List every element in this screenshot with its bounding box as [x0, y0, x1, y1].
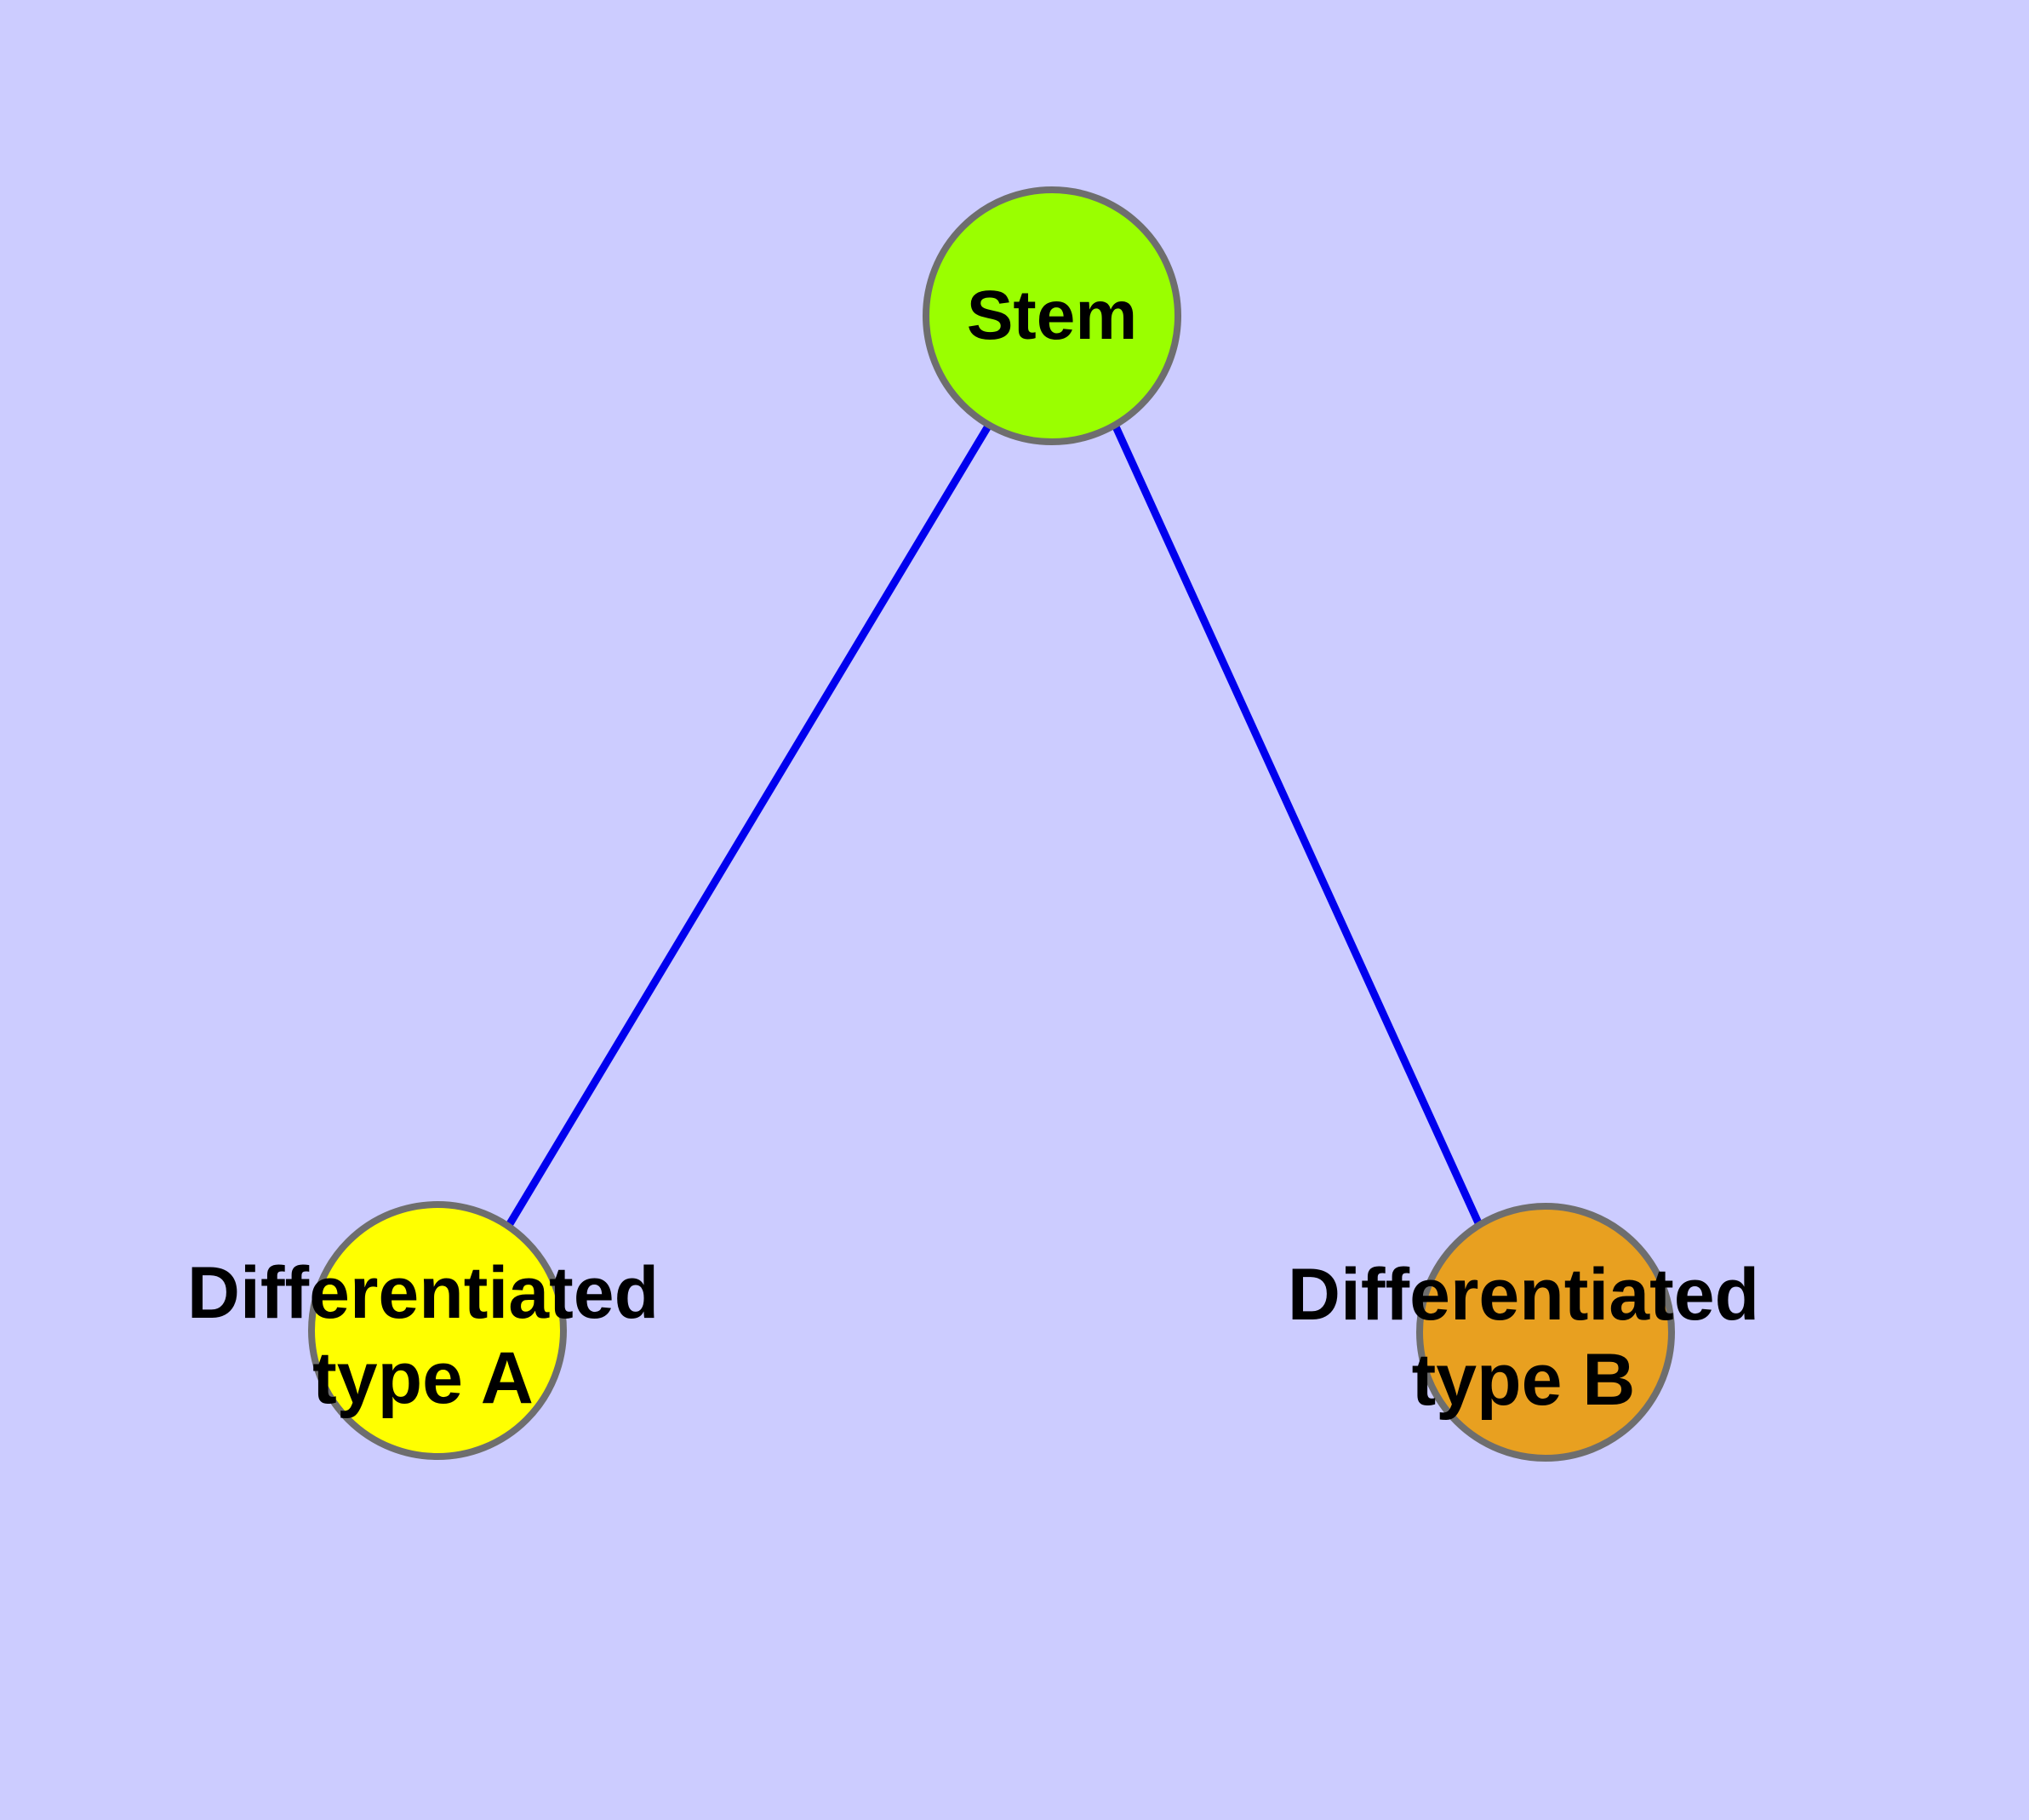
node-stem[interactable]: Stem [923, 186, 1181, 445]
node-differentiated-type-a-label-line2: type A [312, 1337, 534, 1419]
node-labels-group: Differentiated type A Differentiated typ… [187, 1252, 1759, 1421]
node-stem-label: Stem [967, 277, 1138, 354]
node-differentiated-type-b-circle[interactable] [1416, 1203, 1675, 1462]
edge-stem-to-differentiated-type-a[interactable] [505, 422, 992, 1229]
node-stem-circle[interactable] [923, 186, 1181, 445]
edges-group [505, 422, 1484, 1229]
node-differentiated-type-b-label-line2: type B [1412, 1339, 1636, 1421]
node-differentiated-type-a-circle[interactable] [308, 1201, 567, 1460]
node-differentiated-type-b[interactable] [1416, 1203, 1675, 1462]
edge-stem-to-differentiated-type-b[interactable] [1111, 423, 1484, 1228]
nodes-group: Stem [308, 186, 1675, 1462]
node-differentiated-type-a[interactable] [308, 1201, 567, 1460]
node-differentiated-type-a-label-line1: Differentiated [187, 1252, 659, 1334]
node-differentiated-type-b-label-line1: Differentiated [1288, 1254, 1759, 1336]
